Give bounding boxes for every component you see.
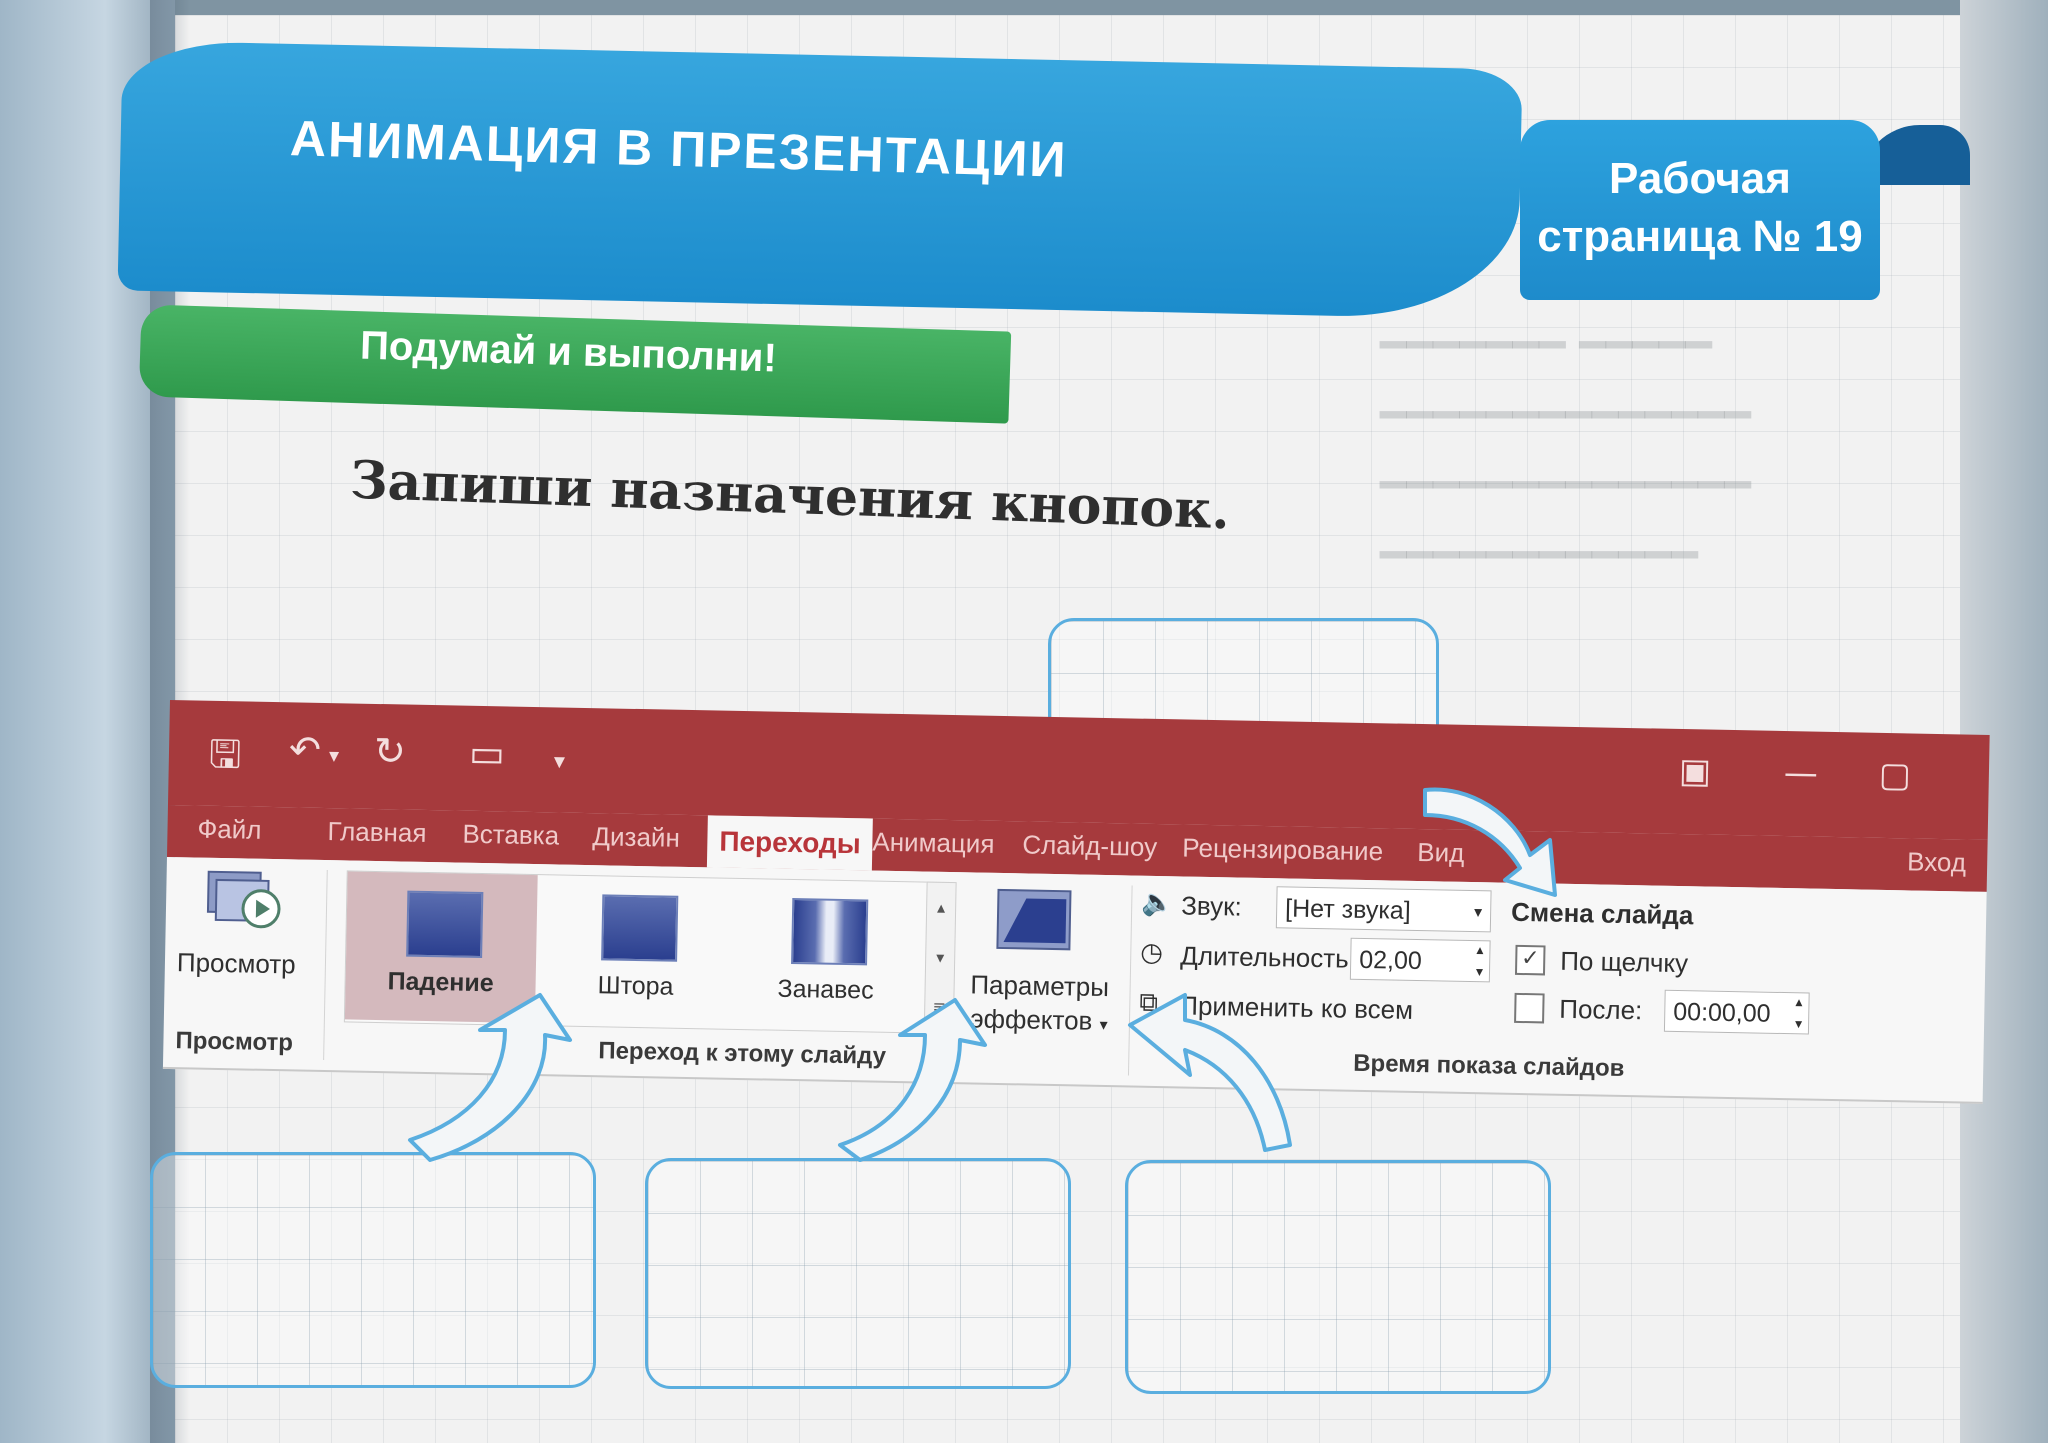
right-page-shade [1960, 0, 2048, 1443]
ribbon-body: Просмотр Просмотр Падение Штора Занавес … [162, 856, 1987, 1104]
show-through-text: ━━━━━━━━━━━━━━ [1380, 390, 1751, 441]
show-through-text: ━━━━━━━ ━━━━━ [1380, 320, 1712, 371]
preview-icon[interactable] [205, 868, 286, 940]
worksheet-badge-text: Рабочая страница № 19 [1520, 150, 1880, 266]
answer-box-3[interactable] [1125, 1160, 1551, 1394]
badge-line-1: Рабочая [1609, 154, 1791, 203]
answer-box-2[interactable] [645, 1158, 1071, 1389]
show-through-text: ━━━━━━━━━━━━━━ [1380, 460, 1751, 511]
arrow-to-apply-all [1423, 787, 1557, 897]
show-through-text: ━━━━━━━━━━━━ [1380, 530, 1698, 581]
powerpoint-ribbon: 🖫 ↶ ▾ ↻ ▭ ▾ ▣ — ▢ Файл Главная Вставка Д… [162, 700, 1990, 1105]
answer-box-1[interactable] [150, 1152, 596, 1388]
effect-options-icon[interactable] [995, 888, 1074, 953]
arrow-to-fall [408, 993, 572, 1162]
badge-line-2: страница № 19 [1537, 212, 1863, 261]
worksheet-badge [1520, 120, 1880, 300]
arrow-to-effect-options [1128, 993, 1292, 1152]
arrow-to-more [838, 998, 987, 1162]
